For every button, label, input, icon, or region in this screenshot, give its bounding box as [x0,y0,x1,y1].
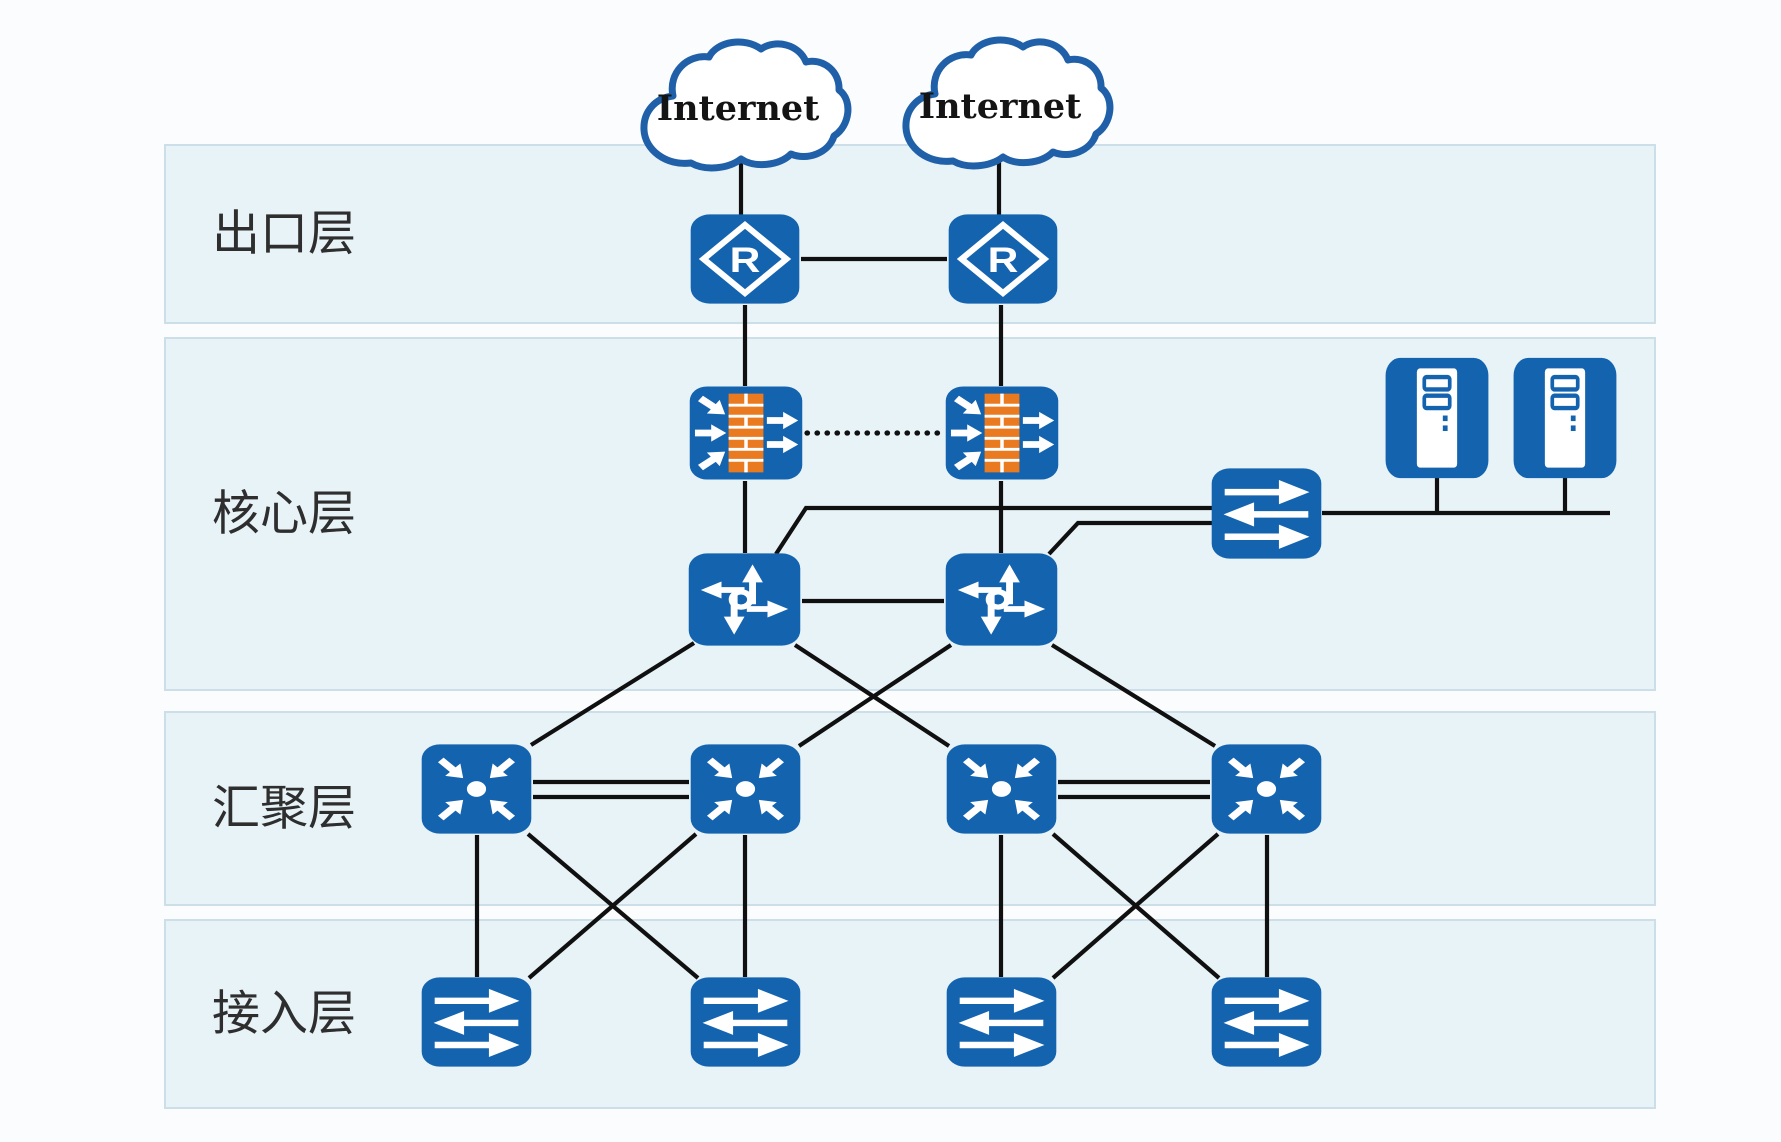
connection-lines [474,158,1610,980]
firewall-2-icon [945,386,1059,480]
link-core2-serverswitch [1047,520,1212,556]
internet-cloud-2-shape [902,36,1114,170]
band-access-layer [164,919,1656,1109]
link-agg4-access3 [1051,832,1220,980]
layer-label-access: 接入层 [212,988,356,1041]
band-exit-layer [164,144,1656,324]
access-switch-3-icon [946,977,1057,1067]
band-aggregation-layer [164,711,1656,906]
svg-text:R: R [730,242,761,281]
svg-text:R: R [988,242,1019,281]
access-switch-2-icon [690,977,801,1067]
agg-switch-4-icon [1211,744,1322,834]
link-core1-serverswitch [774,505,1212,556]
layer-label-exit: 出口层 [212,208,356,261]
core-switch-1-icon [688,553,801,646]
link-core2-agg4 [1050,643,1217,748]
core-switch-2-icon [945,553,1058,646]
server-switch-icon [1211,468,1322,559]
access-switch-4-icon [1211,977,1322,1067]
server-1-icon [1385,357,1489,479]
access-switch-1-icon [421,977,532,1067]
layer-bands [164,144,1656,1109]
layer-label-aggregation: 汇聚层 [212,782,356,835]
agg-switch-3-icon [946,744,1057,834]
agg-switch-2-icon [690,744,801,834]
link-agg2-access1 [527,832,698,980]
firewall-1-icon [689,386,803,480]
link-core2-agg2 [797,643,953,748]
link-core1-agg1 [529,641,696,747]
server-2-icon [1513,357,1617,479]
internet-clouds [640,36,1114,172]
internet-cloud-1-label: Internet [657,88,820,129]
router-1-icon: R [690,214,800,304]
device-icons: R R [421,214,1617,1067]
agg-switch-1-icon [421,744,532,834]
internet-cloud-1-shape [640,38,852,172]
layer-label-core: 核心层 [212,488,356,541]
router-2-icon: R [948,214,1058,304]
text-labels: 出口层 核心层 汇聚层 接入层 Internet Internet [212,86,1081,1041]
internet-cloud-2-label: Internet [919,86,1082,127]
